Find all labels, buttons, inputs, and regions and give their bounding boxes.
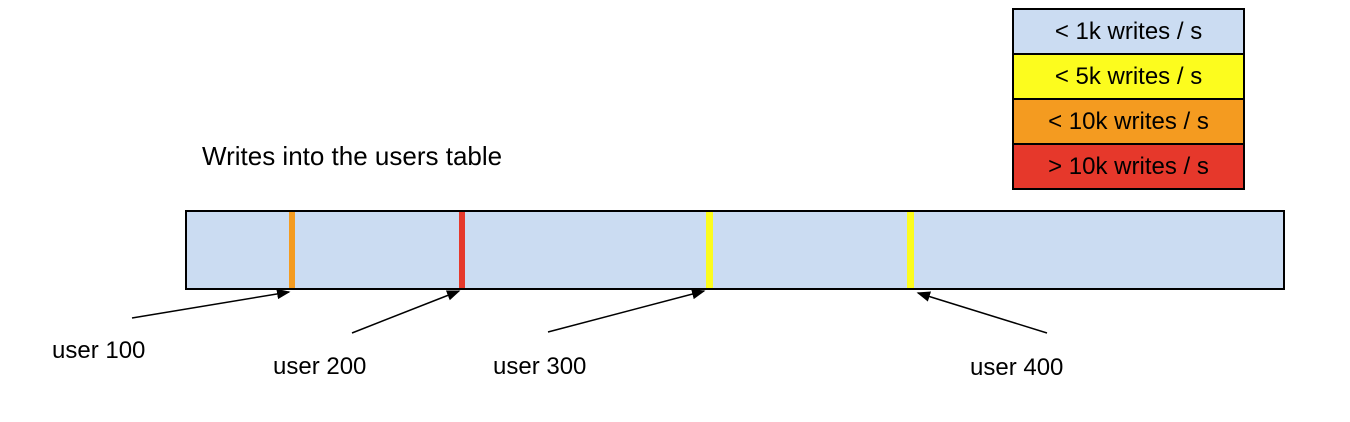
legend: < 1k writes / s< 5k writes / s< 10k writ… — [1012, 8, 1245, 190]
legend-item: < 10k writes / s — [1012, 98, 1245, 145]
user-label: user 300 — [493, 353, 587, 380]
legend-item: > 10k writes / s — [1012, 143, 1245, 190]
user-label: user 400 — [970, 354, 1064, 381]
callout-arrow — [547, 288, 706, 333]
callout-arrow — [131, 288, 291, 319]
write-rate-stripe — [706, 212, 713, 288]
write-rate-stripe — [907, 212, 914, 288]
user-label: user 100 — [52, 337, 146, 364]
callout-arrow — [351, 290, 461, 334]
write-rate-stripe — [289, 212, 295, 288]
callout-arrow — [916, 291, 1048, 334]
legend-item: < 1k writes / s — [1012, 8, 1245, 55]
user-label: user 200 — [273, 353, 367, 380]
users-table-bar — [185, 210, 1285, 290]
legend-item: < 5k writes / s — [1012, 53, 1245, 100]
diagram-title: Writes into the users table — [202, 141, 503, 171]
write-rate-stripe — [459, 212, 465, 288]
